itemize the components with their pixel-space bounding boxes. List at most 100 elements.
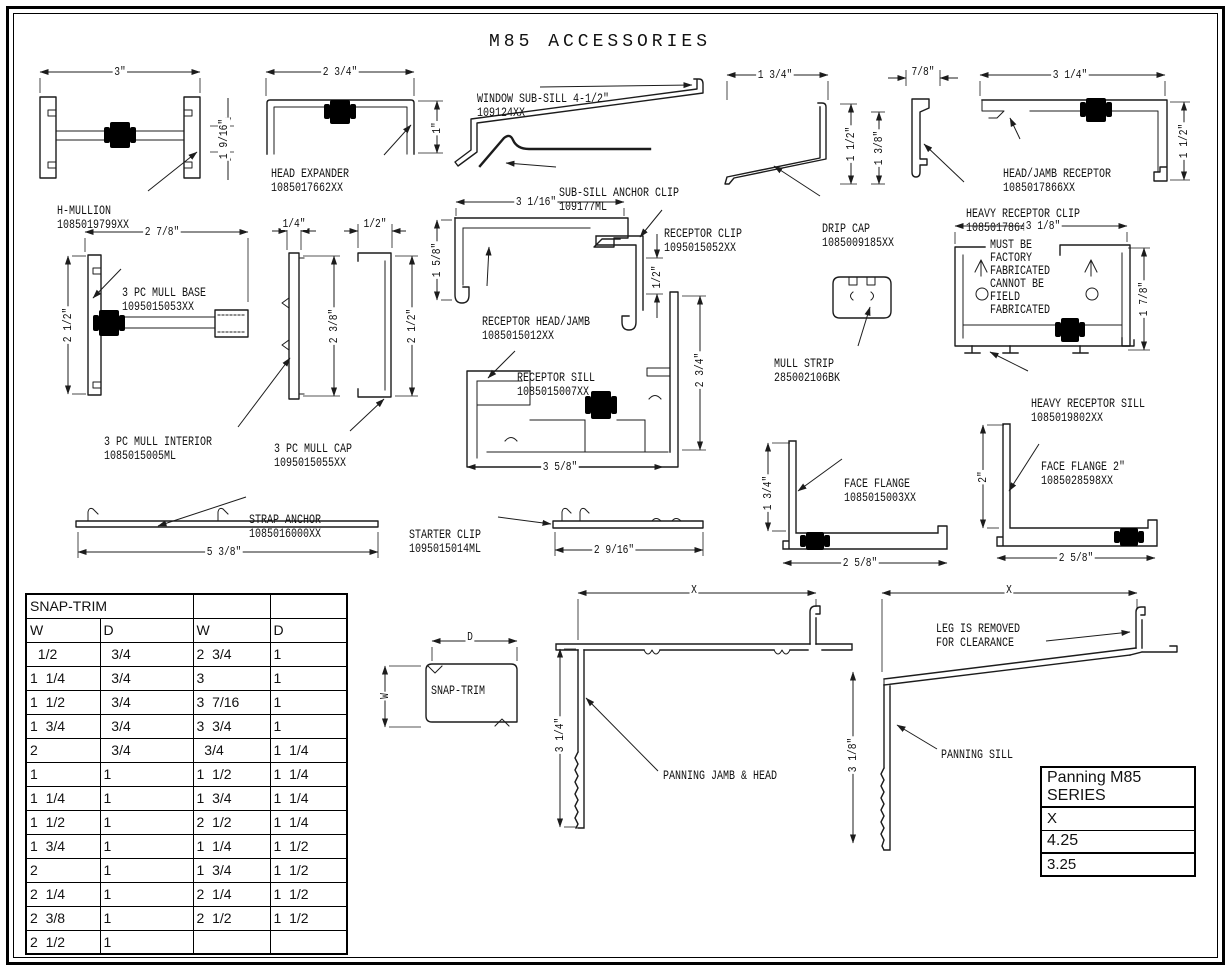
dim-panning-jamb-head-height: 3 1/4": [553, 716, 567, 754]
snap-trim-cell: 1: [99, 857, 194, 883]
snap-trim-cell: 1: [99, 833, 194, 859]
dim-receptor-sill-height: 2 3/4": [693, 351, 707, 389]
dim-panning-jamb-head-x: X: [689, 583, 699, 597]
snap-trim-cell: 3 7/16: [192, 689, 271, 715]
dim-mullion-height: 1 9/16": [217, 117, 231, 161]
profile-head-jamb-receptor: [981, 98, 1168, 182]
snap-trim-cell: 3: [192, 665, 271, 691]
snap-trim-cell: 1 1/4: [269, 785, 348, 811]
snap-trim-cell: 3/4: [99, 737, 194, 763]
snap-trim-cell: 1 3/4: [192, 857, 271, 883]
profile-panning-sill: [880, 606, 1178, 851]
snap-trim-cell: 1 1/4: [269, 809, 348, 835]
profile-h-mullion: [39, 96, 201, 179]
snap-trim-cell: 1: [99, 929, 194, 955]
profile-panning-jamb-head: [555, 605, 853, 829]
profile-receptor-head-jamb: [454, 217, 629, 304]
snap-trim-cell: 3/4: [99, 689, 194, 715]
dim-drip-cap-width: 1 3/4": [756, 68, 794, 82]
panning-header: X: [1040, 806, 1196, 831]
dim-snap-trim-d: D: [465, 630, 475, 644]
dim-head-jamb-receptor-width: 3 1/4": [1051, 68, 1089, 82]
snap-trim-cell: [192, 593, 271, 619]
dim-receptor-clip-height: 1/2": [650, 263, 664, 291]
dim-snap-trim-w: W: [378, 691, 392, 701]
snap-trim-header-row: W D W D: [25, 617, 348, 643]
snap-trim-cell: 2 1/2: [25, 929, 101, 955]
profile-strap-anchor: [75, 507, 379, 528]
snap-trim-cell: 1: [99, 809, 194, 835]
snap-trim-cell: 1 1/2: [269, 905, 348, 931]
snap-trim-header: W: [25, 617, 101, 643]
panning-value-cell: 3.25: [1040, 852, 1196, 877]
snap-trim-cell: [269, 593, 348, 619]
dim-face-flange-height: 1 3/4": [761, 474, 775, 512]
snap-trim-cell: 1 3/4: [192, 785, 271, 811]
snap-trim-cell: 1 1/2: [25, 689, 101, 715]
note-leg-removed: LEG IS REMOVED FOR CLEARANCE: [936, 622, 1021, 650]
snap-trim-header: D: [269, 617, 348, 643]
panning-title-row: Panning M85 SERIES: [1040, 766, 1196, 808]
snap-trim-cell: 1: [99, 905, 194, 931]
snap-trim-cell: [269, 929, 348, 955]
dim-heavy-receptor-sill-width: 3 1/8": [1024, 219, 1062, 233]
snap-trim-cell: 2 3/8: [25, 905, 101, 931]
profile-heavy-receptor-sill: [954, 244, 1135, 354]
page-title: M85 ACCESSORIES: [488, 32, 712, 52]
snap-trim-cell: 2 1/4: [25, 881, 101, 907]
snap-trim-title: SNAP-TRIM: [25, 593, 194, 619]
snap-trim-cell: 1 1/4: [269, 761, 348, 787]
profile-3pc-mull-interior: [281, 252, 305, 400]
label-panning-jamb-head: PANNING JAMB & HEAD: [663, 769, 778, 783]
snap-trim-cell: 1 1/4: [269, 737, 348, 763]
dim-mull-cap-height: 2 3/8": [327, 307, 341, 345]
dim-drip-cap-height-1: 1 1/2": [844, 125, 858, 163]
profile-3pc-mull-cap: [357, 252, 392, 398]
profile-window-sub-sill: [454, 78, 704, 167]
snap-trim-cell: 1 1/2: [192, 761, 271, 787]
snap-trim-cell: 1/2: [25, 641, 101, 667]
dim-receptor-sill-width: 3 5/8": [541, 460, 579, 474]
dim-head-expander-width: 2 3/4": [321, 65, 359, 79]
profile-face-flange-2: [996, 423, 1158, 547]
dim-starter-clip-width: 2 9/16": [592, 543, 636, 557]
profile-snap-trim: [425, 663, 518, 727]
panning-title: Panning M85 SERIES: [1040, 766, 1196, 808]
dim-mull-base-width: 2 7/8": [143, 225, 181, 239]
leader-arrows: [92, 82, 1131, 772]
profile-face-flange: [782, 440, 948, 550]
dim-drip-cap-height-2: 1 3/8": [872, 129, 886, 167]
snap-trim-cell: 1 1/4: [192, 833, 271, 859]
dim-c-channel-width: 1/2": [361, 217, 389, 231]
snap-trim-cell: 2 1/2: [192, 905, 271, 931]
dim-head-jamb-receptor-height: 1 1/2": [1177, 122, 1191, 160]
snap-trim-cell: 1: [99, 881, 194, 907]
snap-trim-cell: 1 1/4: [25, 665, 101, 691]
panning-value-row: 3.25: [1040, 852, 1196, 877]
dim-face-flange-2-height: 2": [976, 469, 990, 485]
snap-trim-cell: 3 3/4: [192, 713, 271, 739]
panning-value-row: 4.25: [1040, 829, 1196, 854]
snap-trim-cell: 1 1/2: [269, 881, 348, 907]
snap-trim-cell: 1 1/2: [25, 809, 101, 835]
snap-trim-cell: 1: [269, 713, 348, 739]
snap-trim-cell: 1: [99, 761, 194, 787]
